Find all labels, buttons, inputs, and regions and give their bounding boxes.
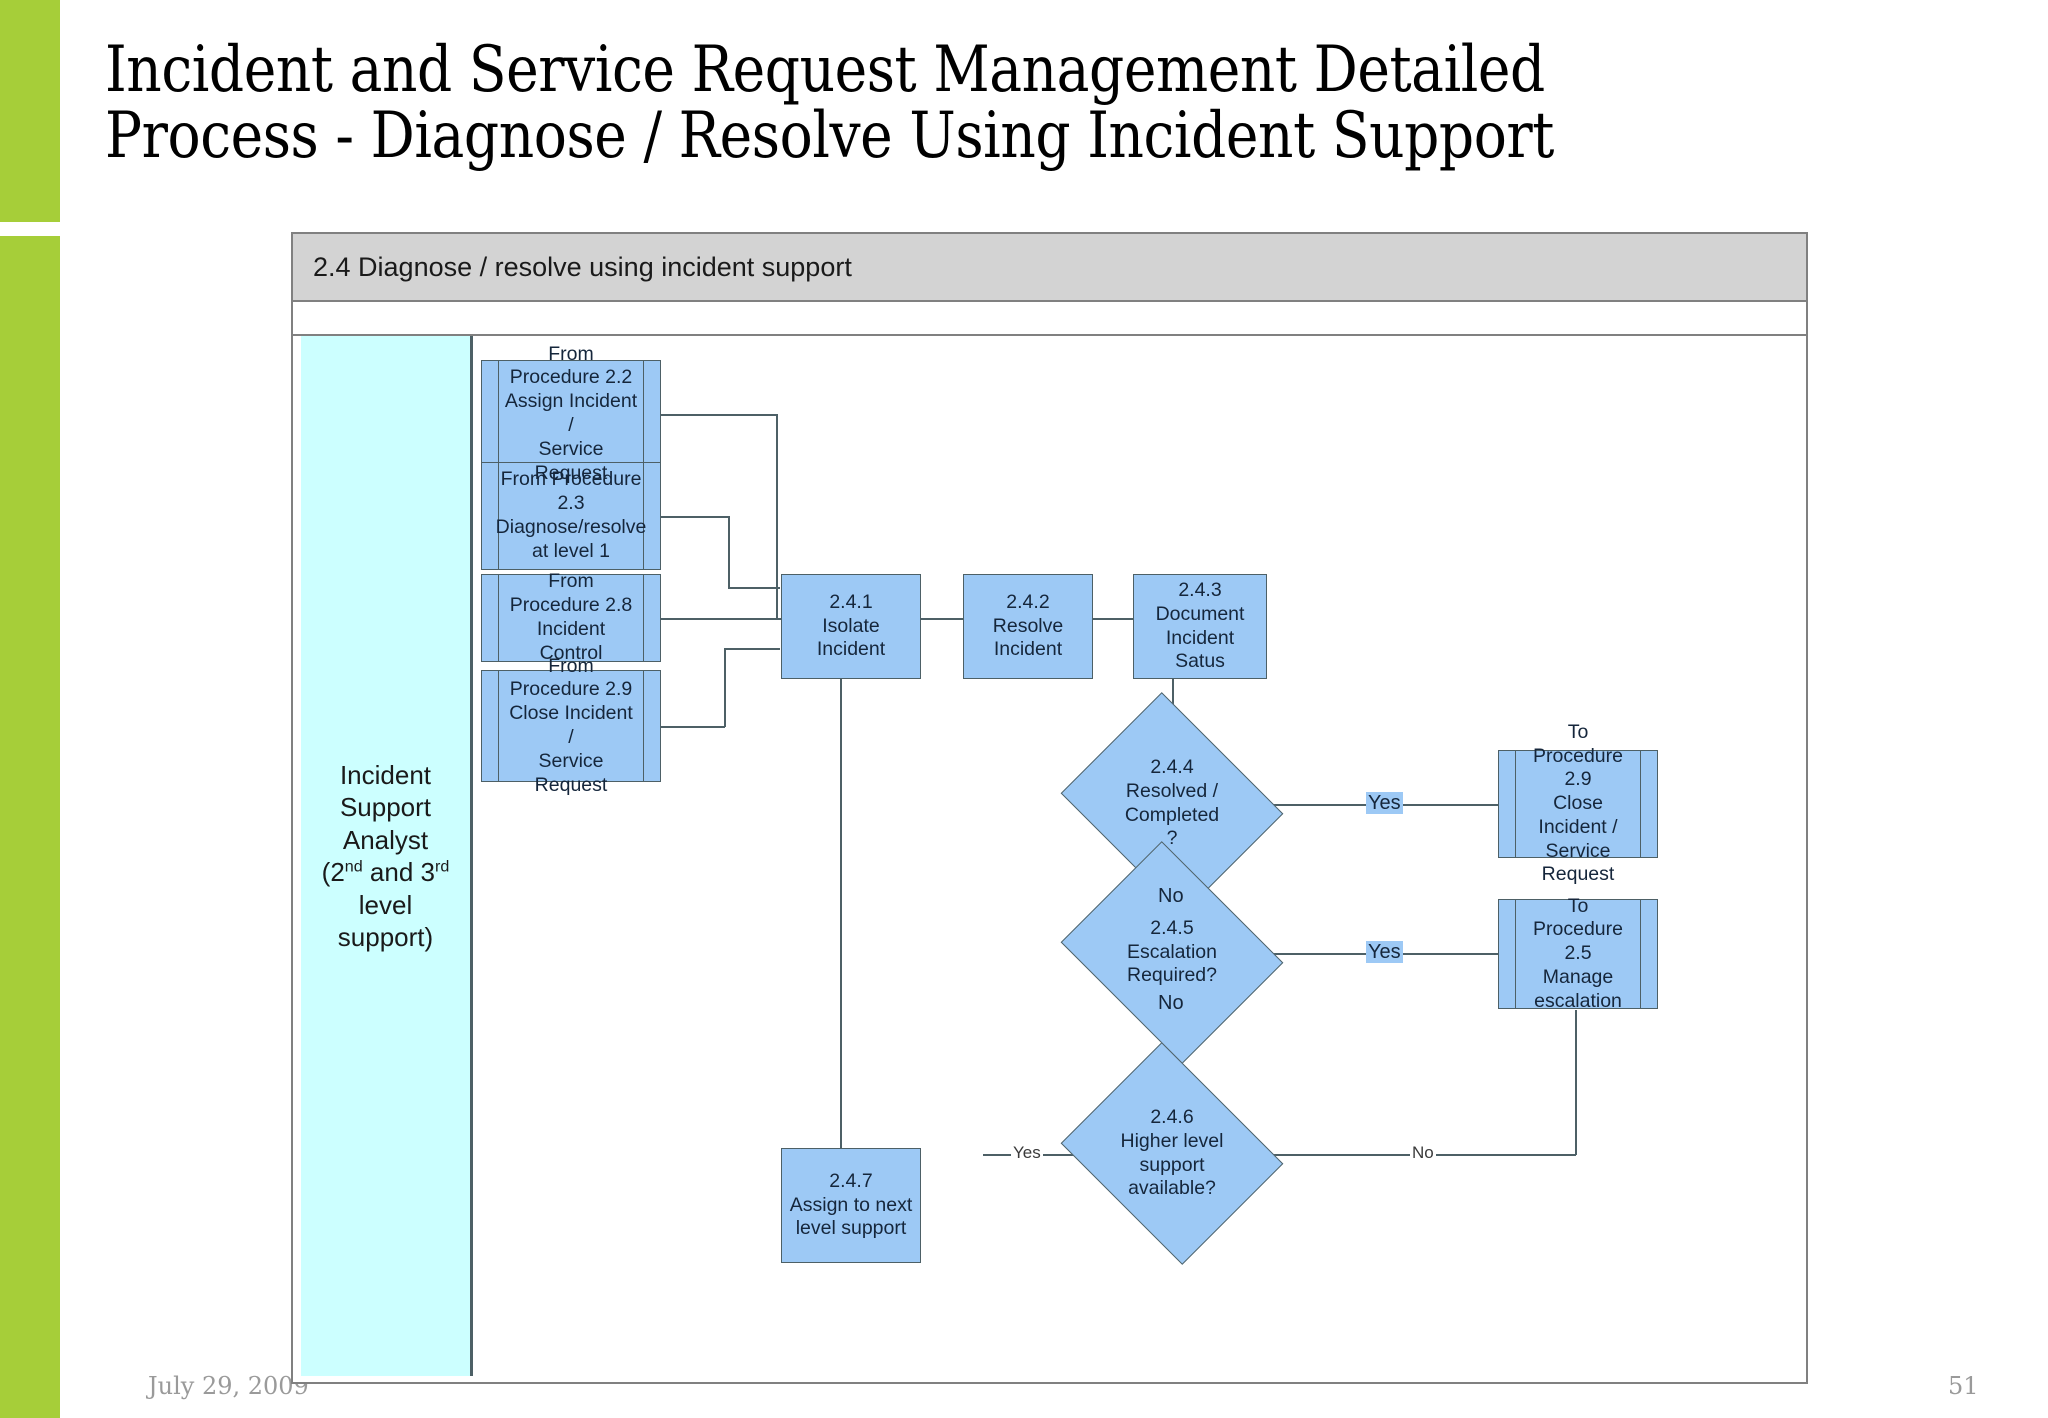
branch-label-2-4-6-yes: Yes [1011, 1143, 1043, 1163]
node-from-procedure-2-9[interactable]: From Procedure 2.9 Close Incident / Serv… [481, 655, 661, 796]
connector-from22-v [776, 414, 778, 618]
node-2-4-6-label: 2.4.6 Higher level support available? [1120, 1105, 1224, 1200]
connector-from22-h [661, 414, 777, 416]
connector-241-247 [840, 678, 842, 1148]
node-2-4-1-label: 2.4.1 Isolate Incident [816, 590, 886, 661]
branch-label-2-4-4-yes: Yes [1366, 792, 1403, 814]
node-from-procedure-2-3-label: From Procedure 2.3 Diagnose/resolve at l… [495, 468, 647, 562]
node-2-4-5-label: 2.4.5 Escalation Required? [1127, 916, 1217, 987]
node-to-procedure-2-9-label: To Procedure 2.9 Close Incident / Servic… [1533, 720, 1623, 886]
swimlane-label-line1: Incident [339, 759, 432, 790]
accent-bar-top [0, 0, 60, 222]
connector-241-242 [920, 618, 964, 620]
swimlane-label: Incident Support Analyst (2nd and 3rd le… [318, 759, 454, 954]
page-title: Incident and Service Request Management … [105, 33, 1554, 173]
node-2-4-5-escalation-required[interactable]: 2.4.5 Escalation Required? [1060, 841, 1284, 1064]
connector-from28-h [661, 618, 781, 620]
swimlane-label-line2: Support [339, 792, 432, 822]
swimlane-label-line3: Analyst [342, 824, 429, 855]
node-from-procedure-2-2-label: From Procedure 2.2 Assign Incident / Ser… [504, 342, 638, 484]
connector-246-yes [983, 1154, 1105, 1156]
connector-from29-h [661, 726, 725, 728]
branch-label-2-4-4-no: No [1156, 885, 1186, 907]
node-2-4-4-label: 2.4.4 Resolved / Completed ? [1124, 755, 1220, 850]
node-from-procedure-2-8[interactable]: From Procedure 2.8 Incident Control [481, 570, 661, 664]
node-2-4-4-resolved-completed[interactable]: 2.4.4 Resolved / Completed ? [1060, 692, 1284, 915]
swimlane-label-sup-rd: rd [435, 857, 450, 876]
connector-246-no-v [1575, 1010, 1577, 1155]
connector-from29-h2 [724, 648, 780, 650]
connector-from23-v [728, 516, 730, 588]
swimlane-label-line4-pre: (2 [321, 857, 345, 887]
branch-label-2-4-6-no: No [1410, 1143, 1436, 1163]
process-diagram: 2.4 Diagnose / resolve using incident su… [291, 232, 1808, 1384]
connector-from29-v [724, 648, 726, 727]
node-from-procedure-2-2[interactable]: From Procedure 2.2 Assign Incident / Ser… [481, 343, 661, 484]
node-to-procedure-2-5[interactable]: To Procedure 2.5 Manage escalation [1498, 895, 1658, 1012]
diagram-subheader-bar [293, 302, 1806, 336]
diagram-canvas: Incident Support Analyst (2nd and 3rd le… [293, 336, 1806, 1382]
swimlane-label-line5: level [358, 889, 413, 920]
branch-label-2-4-5-no: No [1156, 992, 1186, 1014]
connector-from23-h2 [728, 587, 780, 589]
node-2-4-7-assign-to-next-level-support[interactable]: 2.4.7 Assign to next level support [781, 1148, 921, 1263]
node-from-procedure-2-3[interactable]: From Procedure 2.3 Diagnose/resolve at l… [481, 462, 661, 570]
connector-242-243 [1091, 618, 1134, 620]
node-2-4-6-higher-level-support-available[interactable]: 2.4.6 Higher level support available? [1060, 1042, 1284, 1265]
node-2-4-3-label: 2.4.3 Document Incident Satus [1155, 578, 1245, 673]
node-2-4-2-label: 2.4.2 Resolve Incident [992, 590, 1064, 661]
connector-from23-h [661, 516, 729, 518]
node-2-4-7-label: 2.4.7 Assign to next level support [789, 1169, 913, 1240]
accent-bar-bottom [0, 236, 60, 1418]
footer-date: July 29, 2009 [148, 1372, 309, 1400]
swimlane-incident-support-analyst: Incident Support Analyst (2nd and 3rd le… [301, 336, 473, 1376]
node-from-procedure-2-8-label: From Procedure 2.8 Incident Control [509, 570, 633, 664]
node-to-procedure-2-9[interactable]: To Procedure 2.9 Close Incident / Servic… [1498, 721, 1658, 885]
footer-page-number: 51 [1948, 1372, 1979, 1400]
swimlane-label-line4-mid: and 3 [362, 857, 435, 887]
node-from-procedure-2-9-label: From Procedure 2.9 Close Incident / Serv… [509, 654, 633, 796]
branch-label-2-4-5-yes: Yes [1366, 941, 1403, 963]
diagram-header-label: 2.4 Diagnose / resolve using incident su… [313, 251, 852, 282]
node-2-4-3-document-incident-status[interactable]: 2.4.3 Document Incident Satus [1133, 574, 1267, 679]
node-2-4-1-isolate-incident[interactable]: 2.4.1 Isolate Incident [781, 574, 921, 679]
swimlane-label-line6: support) [337, 922, 434, 952]
diagram-header-bar: 2.4 Diagnose / resolve using incident su… [293, 234, 1806, 302]
swimlane-label-sup-nd: nd [344, 857, 363, 876]
node-to-procedure-2-5-label: To Procedure 2.5 Manage escalation [1533, 894, 1623, 1012]
node-2-4-2-resolve-incident[interactable]: 2.4.2 Resolve Incident [963, 574, 1093, 679]
